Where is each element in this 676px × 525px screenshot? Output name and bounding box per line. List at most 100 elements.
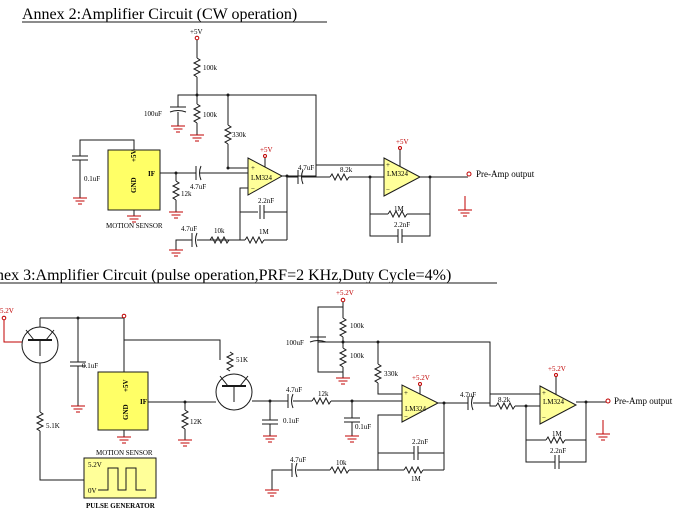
- annex2-title: Annex 2:Amplifier Circuit (CW operation): [22, 6, 297, 23]
- annex2-vtop-label: +5V: [190, 28, 203, 36]
- annex2-motion-sensor: [107, 149, 161, 211]
- annex2-output-label: Pre-Amp output: [476, 169, 535, 179]
- svg-text:−: −: [404, 413, 408, 421]
- annex3-pulse-generator: [83, 457, 157, 499]
- annex2-r-1m2-label: 1M: [394, 205, 405, 213]
- annex2-r-top-label: 100k: [203, 64, 218, 72]
- annex3-sensor-if: IF: [140, 398, 147, 406]
- annex3-c-22nf-a-label: 2.2nF: [412, 438, 428, 446]
- annex3-c-100uf-label: 100uF: [286, 339, 304, 347]
- annex2-c-fb2-label: 2.2nF: [394, 221, 410, 229]
- annex2-c-couple-label: 4.7uF: [298, 164, 314, 172]
- annex3-sensor-vcc: +5V: [122, 379, 130, 392]
- annex3-opamp-2: [539, 385, 578, 425]
- annex2-output-terminal: [466, 171, 472, 177]
- annex3-c-22nf-b-label: 2.2nF: [550, 447, 566, 455]
- annex3-r-10k-label: 10k: [336, 459, 347, 467]
- svg-text:−: −: [386, 186, 390, 194]
- annex2-c-in-label: 4.7uF: [190, 183, 206, 191]
- annex2-resistor-10k: [209, 235, 230, 245]
- annex3-opamp2-label: LM324: [543, 398, 565, 406]
- annex3-r-100k-b-label: 100k: [350, 352, 365, 360]
- annex2-resistor-82k: [329, 172, 350, 182]
- annex3-c-47-c-label: 4.7uF: [460, 391, 476, 399]
- svg-text:−: −: [251, 185, 255, 193]
- svg-text:+: +: [386, 161, 390, 169]
- annex3-r-12k-a-label: 12K: [190, 418, 202, 426]
- annex3-v-top-label: +5.2V: [336, 289, 354, 297]
- annex3-resistor-1m-a: [403, 465, 424, 475]
- annex3-resistor-10k: [329, 465, 350, 475]
- svg-text:−: −: [542, 414, 546, 422]
- annex3-pulse-high: 5.2V: [88, 461, 102, 469]
- annex3-output-label: Pre-Amp output: [614, 396, 673, 406]
- svg-text:+: +: [404, 389, 408, 397]
- annex2-r-10k-label: 10k: [214, 227, 225, 235]
- annex2-r-1m-label: 1M: [259, 228, 270, 236]
- annex2-opamp1-label: LM324: [251, 174, 273, 182]
- annex2-opamp2-v: +5V: [396, 138, 409, 146]
- annex2-c-fb-in-label: 4.7uF: [181, 225, 197, 233]
- annex2-sensor-gnd: GND: [130, 177, 138, 193]
- annex2-sensor-if: IF: [148, 170, 155, 178]
- annex2-r-330k-label: 330k: [232, 131, 247, 139]
- annex3-resistor-51k: [35, 411, 45, 432]
- annex3-c-01-b-label: 0.1uF: [283, 417, 299, 425]
- annex2-resistor-100k-top: [192, 57, 202, 78]
- annex3-c-01-label: 0.1uF: [82, 362, 98, 370]
- annex3-r-1m-b-label: 1M: [552, 430, 563, 438]
- annex2-opamp1-v: +5V: [260, 146, 273, 154]
- annex3-title: nex 3:Amplifier Circuit (pulse operation…: [0, 267, 451, 284]
- annex3-opamp1-label: LM324: [405, 405, 427, 413]
- annex3-opamp1-v: +5.2V: [412, 374, 430, 382]
- annex3-resistor-51k-b: [225, 351, 235, 372]
- annex2-opamp2-label: LM324: [387, 170, 409, 178]
- annex2-c-supply-label: 100uF: [144, 110, 162, 118]
- annex3-r-82k-label: 8.2k: [498, 396, 511, 404]
- annex3-resistor-82k: [495, 401, 516, 411]
- annex3-r-12k-b-label: 12k: [318, 390, 329, 398]
- annex3-motion-sensor: [97, 371, 149, 431]
- annex2-resistor-1m: [244, 235, 265, 245]
- annex2-c-sensor-label: 0.1uF: [84, 175, 100, 183]
- annex2-opamp-2: [383, 157, 422, 197]
- annex2-r-12k-label: 12k: [181, 190, 192, 198]
- svg-text:+: +: [542, 389, 546, 397]
- annex3-opamp2-v: +5.2V: [548, 365, 566, 373]
- annex3-transistor-2: [215, 373, 253, 411]
- annex3-r-100k-a-label: 100k: [350, 322, 365, 330]
- annex3-r-1m-a-label: 1M: [411, 475, 422, 483]
- annex3-pulse-caption: PULSE GENERATOR: [86, 502, 156, 510]
- annex3-resistor-1m-b: [545, 435, 566, 445]
- annex3-v-left-label: 5.2V: [0, 307, 14, 315]
- annex3-r-51k-b-label: 51K: [236, 356, 248, 364]
- annex2-r-mid-label: 100k: [203, 111, 218, 119]
- annex3-resistor-330k: [373, 363, 383, 384]
- annex3-sensor-caption: MOTION SENSOR: [96, 449, 153, 457]
- annex3-resistor-12k-b: [311, 396, 332, 406]
- annex3-circuit: nex 3:Amplifier Circuit (pulse operation…: [0, 267, 673, 510]
- annex3-sensor-gnd: GND: [122, 404, 130, 420]
- annex2-resistor-12k: [171, 180, 181, 201]
- annex2-resistor-330k: [223, 124, 233, 145]
- annex2-sensor-caption: MOTION SENSOR: [106, 222, 163, 230]
- svg-text:+: +: [251, 164, 255, 172]
- annex3-resistor-12k-a: [180, 409, 190, 430]
- annex3-resistor-100k-a: [338, 317, 348, 338]
- annex3-c-47-b-label: 4.7uF: [290, 456, 306, 464]
- annex2-resistor-1m-2: [387, 209, 408, 219]
- annex2-vtop-terminal: [194, 35, 200, 41]
- annex3-resistor-100k-b: [338, 347, 348, 368]
- annex3-pulse-low: 0V: [88, 487, 97, 495]
- annex3-r-51k-label: 5.1K: [46, 422, 60, 430]
- annex2-sensor-vcc: +5V: [130, 149, 138, 162]
- annex3-output-terminal: [605, 398, 611, 404]
- annex3-c-01-c-label: 0.1uF: [355, 423, 371, 431]
- annex2-circuit: Annex 2:Amplifier Circuit (CW operation)…: [22, 6, 535, 257]
- annex3-c-47-a-label: 4.7uF: [286, 386, 302, 394]
- annex2-r-82k-label: 8.2k: [340, 166, 353, 174]
- annex3-r-330k-label: 330k: [384, 370, 399, 378]
- annex2-c-fb1-label: 2.2nF: [258, 197, 274, 205]
- annex2-resistor-100k-mid: [192, 103, 202, 124]
